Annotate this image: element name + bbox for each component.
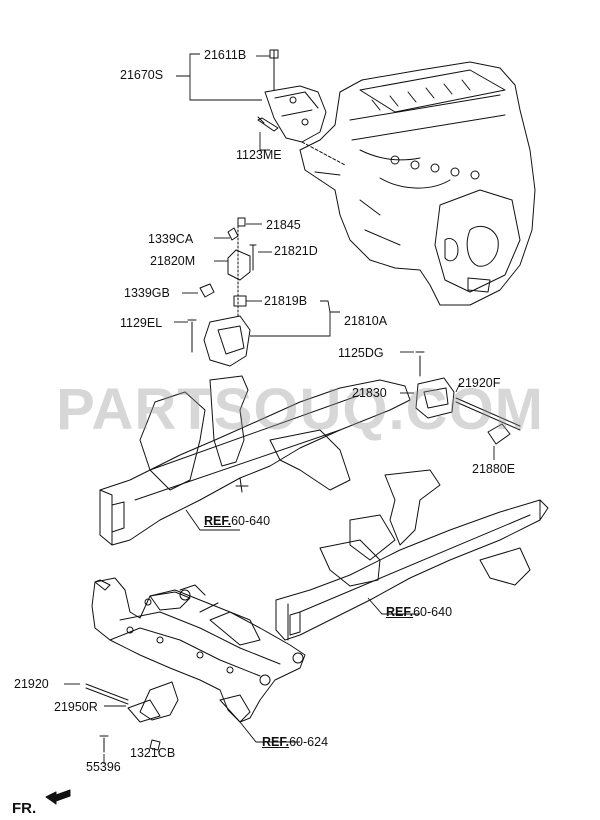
part-label-21950R[interactable]: 21950R xyxy=(54,700,98,714)
ref-prefix: REF. xyxy=(262,735,290,749)
bracket-21670S xyxy=(257,49,346,166)
part-label-21611B[interactable]: 21611B xyxy=(204,48,247,62)
part-label-21819B[interactable]: 21819B xyxy=(264,294,308,308)
engine-assembly xyxy=(299,61,536,306)
part-label-1125DG[interactable]: 1125DG xyxy=(338,346,384,360)
mount-21830 xyxy=(415,351,521,445)
part-label-21670S[interactable]: 21670S xyxy=(120,68,164,82)
ref-number: 60-640 xyxy=(413,605,453,619)
front-direction-label: FR. xyxy=(12,800,37,817)
part-label-1129EL[interactable]: 1129EL xyxy=(120,316,163,330)
part-label-21820M[interactable]: 21820M xyxy=(150,254,196,268)
part-label-21920[interactable]: 21920 xyxy=(14,677,49,691)
ref-link-60-640-upper[interactable]: REF.60-640 xyxy=(204,514,270,528)
side-member-left xyxy=(99,375,411,546)
side-member-right xyxy=(275,469,549,641)
subframe xyxy=(91,577,306,723)
part-label-21810A[interactable]: 21810A xyxy=(344,314,388,328)
ref-prefix: REF. xyxy=(386,605,414,619)
roll-rod-21950R xyxy=(85,681,179,753)
mount-21810A xyxy=(187,217,257,367)
part-label-1339CA[interactable]: 1339CA xyxy=(148,232,194,246)
fr-arrow xyxy=(45,789,71,805)
part-label-1123ME[interactable]: 1123ME xyxy=(236,148,282,162)
ref-number: 60-640 xyxy=(231,514,271,528)
ref-prefix: REF. xyxy=(204,514,232,528)
ref-link-60-640-lower[interactable]: REF.60-640 xyxy=(386,605,452,619)
part-label-1321CB[interactable]: 1321CB xyxy=(130,746,176,760)
part-label-21880E[interactable]: 21880E xyxy=(472,462,516,476)
part-label-21830[interactable]: 21830 xyxy=(352,386,387,400)
part-label-21920F[interactable]: 21920F xyxy=(458,376,501,390)
ref-number: 60-624 xyxy=(289,735,329,749)
ref-link-60-624[interactable]: REF.60-624 xyxy=(262,735,328,749)
part-label-21845[interactable]: 21845 xyxy=(266,218,301,232)
part-label-21821D[interactable]: 21821D xyxy=(274,244,318,258)
part-label-1339GB[interactable]: 1339GB xyxy=(124,286,170,300)
part-label-55396[interactable]: 55396 xyxy=(86,760,121,774)
